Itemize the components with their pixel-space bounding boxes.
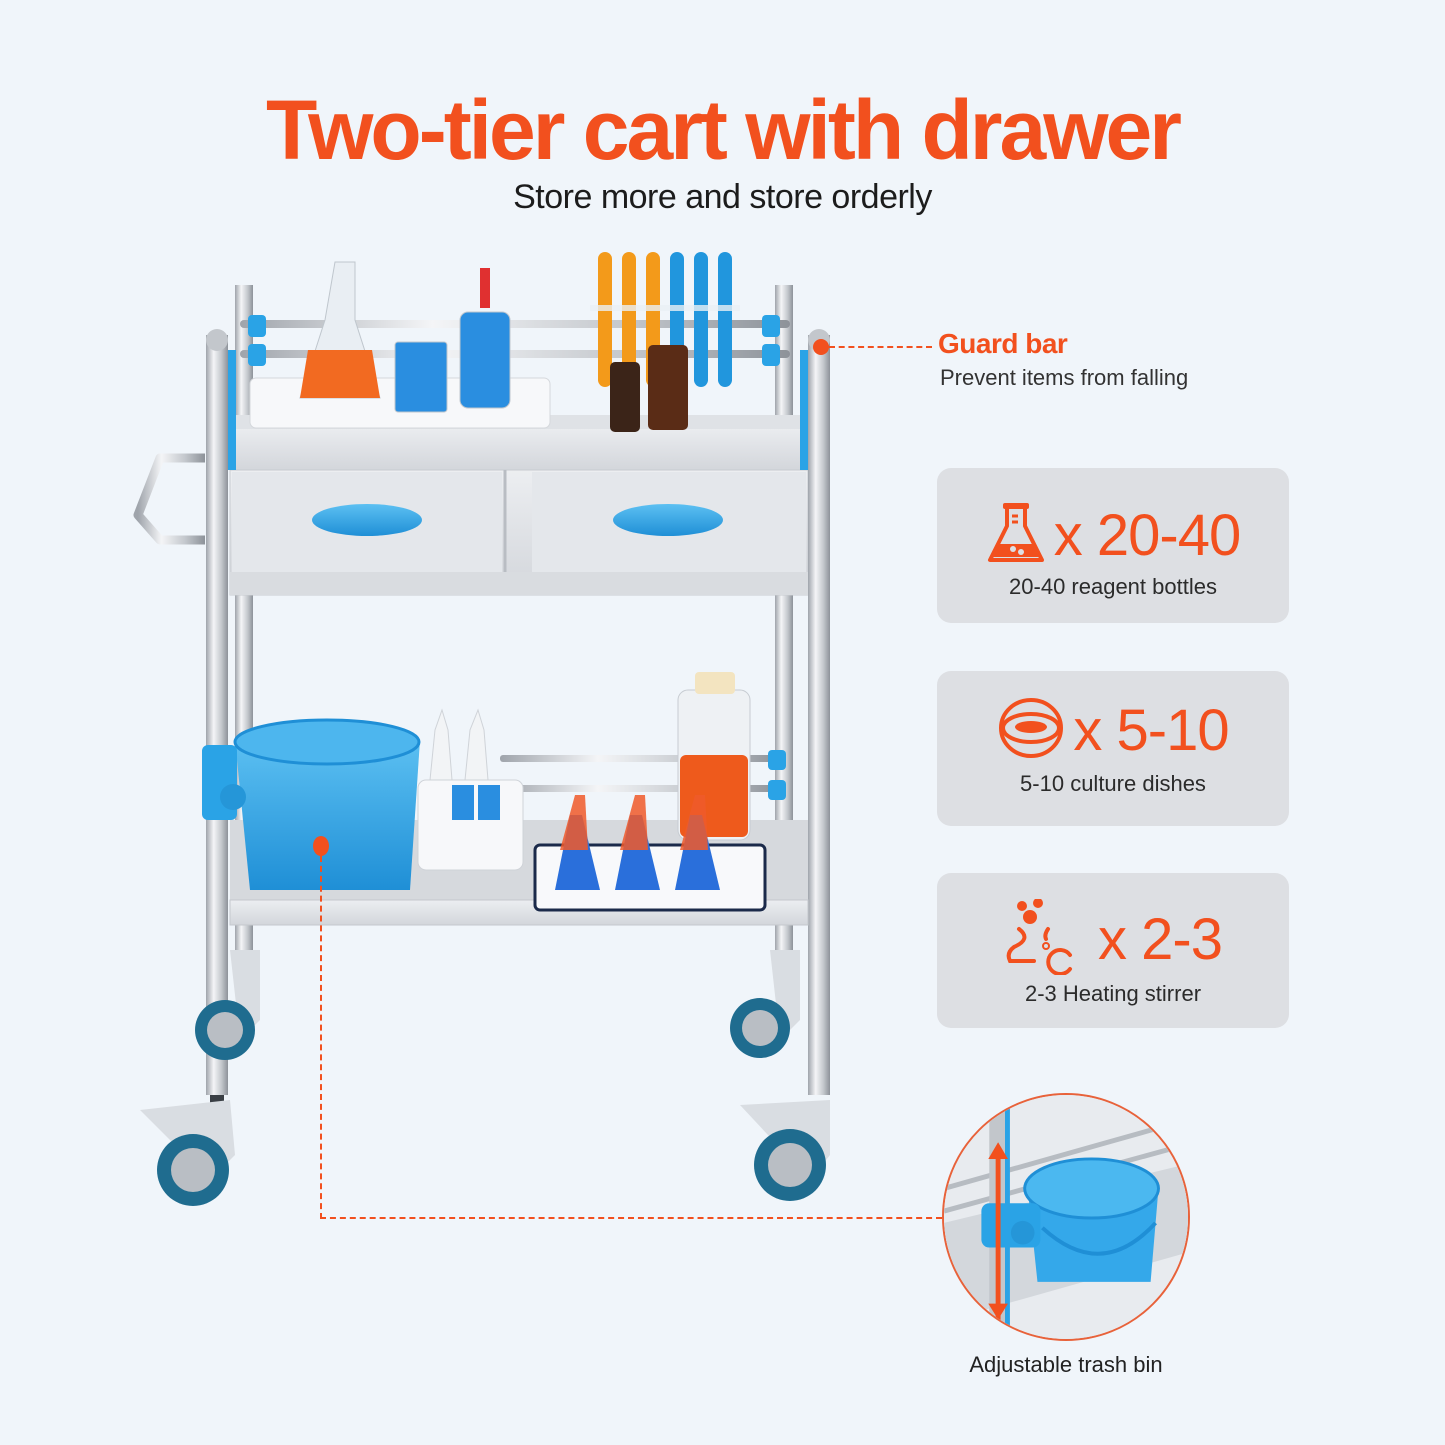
culture-dishes-quantity: x 5-10 bbox=[1073, 698, 1229, 763]
capacity-card-reagent-bottles: x 20-40 20-40 reagent bottles bbox=[937, 468, 1289, 623]
cart-illustration bbox=[130, 250, 850, 1210]
heating-stirrer-quantity: x 2-3 bbox=[1098, 907, 1223, 972]
reagent-bottles-quantity: x 20-40 bbox=[1053, 503, 1241, 568]
guard-bar-title: Guard bar bbox=[938, 328, 1068, 359]
heating-stirrer-icon bbox=[1004, 898, 1076, 980]
trash-bin-leader-line-horizontal bbox=[320, 1217, 942, 1219]
capacity-card-culture-dishes: x 5-10 5-10 culture dishes bbox=[937, 671, 1289, 826]
capacity-card-heating-stirrer: x 2-3 2-3 Heating stirrer bbox=[937, 873, 1289, 1028]
heating-stirrer-description: 2-3 Heating stirrer bbox=[1024, 981, 1202, 1006]
trash-bin-leader-line-vertical bbox=[320, 856, 322, 1219]
flask-icon bbox=[986, 500, 1046, 571]
reagent-bottles-description: 20-40 reagent bottles bbox=[1009, 574, 1217, 599]
trash-bin-detail-image bbox=[942, 1093, 1190, 1341]
guard-bar-leader-line bbox=[829, 346, 932, 348]
page-subtitle: Store more and store orderly bbox=[513, 178, 932, 216]
culture-dish-icon bbox=[997, 695, 1065, 766]
guard-bar-description: Prevent items from falling bbox=[940, 365, 1189, 390]
guard-bar-marker bbox=[813, 339, 829, 355]
page-title: Two-tier cart with drawer bbox=[266, 83, 1182, 177]
trash-bin-marker bbox=[313, 836, 329, 856]
culture-dishes-description: 5-10 culture dishes bbox=[1020, 771, 1206, 796]
trash-bin-label: Adjustable trash bin bbox=[969, 1352, 1163, 1377]
